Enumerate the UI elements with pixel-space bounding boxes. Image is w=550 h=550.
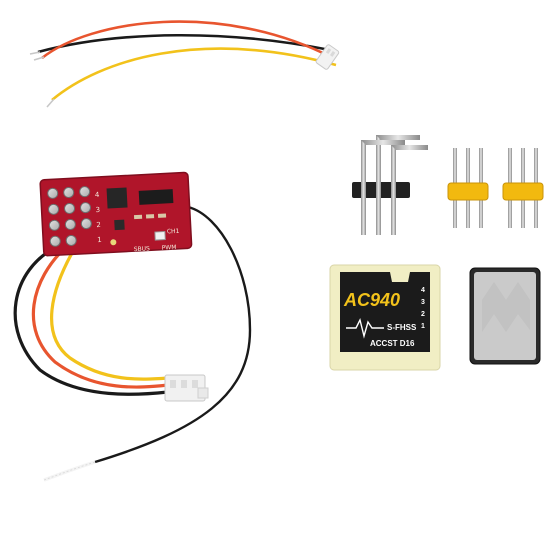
rx-wire-yellow — [49, 245, 169, 381]
cable-connector-small — [315, 44, 340, 70]
sticker-side-number-4: 4 — [421, 287, 425, 294]
sticker-line-accst: ACCST D16 — [370, 339, 415, 348]
cable-wire-black — [37, 33, 331, 54]
straight-header-left — [447, 148, 489, 228]
pcb-button — [154, 231, 166, 241]
pcb-label-pwm: PWM — [162, 244, 177, 252]
pcb-pin-pads — [47, 186, 92, 247]
cable-end-black — [29, 51, 41, 55]
pcb-chip-secondary — [138, 189, 174, 205]
pin-label-3: 3 — [95, 206, 100, 214]
right-angle-header — [352, 135, 428, 235]
cable-wire-red — [41, 20, 334, 60]
straight-header-right — [502, 148, 544, 228]
rx-wire-black — [13, 244, 169, 396]
header-pin-3 — [391, 145, 396, 235]
pcb-smd-3 — [157, 213, 167, 218]
pin-label-4: 4 — [95, 191, 100, 199]
pcb-label-sbus: SBUS — [134, 245, 151, 253]
adhesive-foam-pad — [469, 267, 541, 365]
sticker-pulse-line — [346, 317, 384, 339]
pin-label-1: 1 — [97, 236, 102, 244]
sticker-line-fhss: S-FHSS — [387, 323, 417, 332]
header-pin-bend-2 — [376, 135, 420, 140]
receiver-assembly: 4 3 2 1 CH1 SBUS PWM — [13, 171, 252, 482]
loose-servo-cable — [29, 20, 340, 108]
rx-antenna-white-end — [43, 460, 96, 482]
yellow-spacer-right — [502, 182, 544, 201]
sticker-side-number-1: 1 — [421, 323, 425, 330]
ac940-sticker: AC940 S-FHSS ACCST D16 4 3 2 1 — [329, 264, 441, 371]
cable-end-yellow — [46, 98, 55, 108]
header-pin-bend-3 — [391, 145, 428, 150]
receiver-pcb: 4 3 2 1 CH1 SBUS PWM — [39, 171, 193, 257]
pcb-smd-2 — [145, 214, 155, 219]
rx-wire-antenna-black — [94, 205, 252, 464]
yellow-spacer-left — [447, 182, 489, 201]
rx-white-connector — [164, 374, 209, 402]
pin-label-2: 2 — [96, 221, 101, 229]
rx-wire-red — [31, 244, 169, 389]
pcb-chip-small — [114, 219, 125, 231]
pcb-smd-1 — [133, 214, 143, 220]
pcb-chip-main — [106, 187, 128, 209]
header-pin-1 — [361, 140, 366, 235]
sticker-side-number-3: 3 — [421, 299, 425, 306]
header-pin-2 — [376, 135, 381, 235]
cable-wire-yellow — [51, 47, 337, 101]
sticker-logo: AC940 — [343, 290, 400, 310]
cable-end-red — [33, 56, 45, 61]
sticker-side-number-2: 2 — [421, 311, 425, 318]
pcb-led — [110, 239, 117, 246]
header-pin-bend-1 — [361, 140, 405, 145]
pcb-label-ch1: CH1 — [167, 228, 180, 236]
pad-logo-mark — [482, 282, 530, 332]
